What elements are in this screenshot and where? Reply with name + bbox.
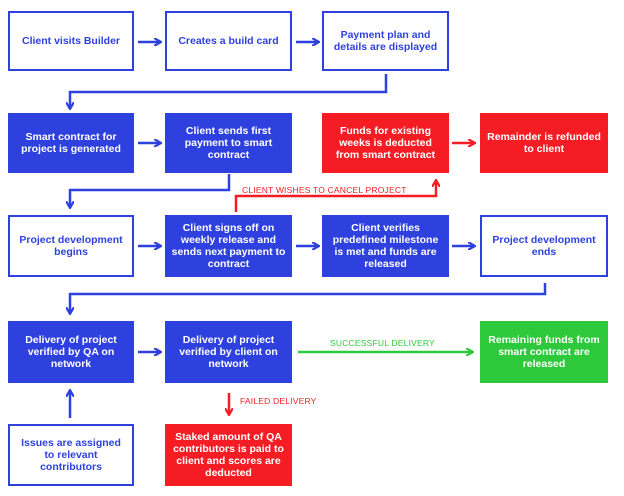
box-label: Delivery of project verified by QA on ne…: [25, 334, 117, 370]
box-label: Smart contract for project is generated: [21, 131, 121, 155]
box-label: Issues are assigned to relevant contribu…: [21, 437, 121, 473]
box-delivery-verified-qa: Delivery of project verified by QA on ne…: [8, 321, 134, 383]
box-label: Client sends first payment to smart cont…: [184, 125, 273, 161]
box-client-signs-off: Client signs off on weekly release and s…: [165, 215, 292, 277]
label-failed-delivery: FAILED DELIVERY: [240, 396, 317, 406]
box-client-visits-builder: Client visits Builder: [8, 11, 134, 71]
box-label: Staked amount of QA contributors is paid…: [173, 431, 284, 479]
box-label: Delivery of project verified by client o…: [179, 334, 278, 370]
box-label: Client verifies predefined milestone is …: [332, 222, 439, 270]
box-remaining-funds-released: Remaining funds from smart contract are …: [480, 321, 608, 383]
arrow-cancel-project: [234, 181, 436, 212]
box-label: Client visits Builder: [21, 35, 121, 47]
box-client-verifies-milestone: Client verifies predefined milestone is …: [322, 215, 449, 277]
box-issues-assigned: Issues are assigned to relevant contribu…: [8, 424, 134, 486]
box-delivery-verified-client: Delivery of project verified by client o…: [165, 321, 292, 383]
box-staked-amount-paid: Staked amount of QA contributors is paid…: [165, 424, 292, 486]
arrow-devends-to-qa: [70, 283, 547, 313]
box-smart-contract-generated: Smart contract for project is generated: [8, 113, 134, 173]
box-label: Creates a build card: [178, 35, 279, 47]
box-remainder-refunded: Remainder is refunded to client: [480, 113, 608, 173]
arrow-payment-to-smartcontract: [70, 74, 388, 108]
label-successful-delivery: SUCCESSFUL DELIVERY: [330, 338, 435, 348]
box-label: Remainder is refunded to client: [487, 131, 601, 155]
box-project-dev-ends: Project development ends: [480, 215, 608, 277]
box-client-sends-first-payment: Client sends first payment to smart cont…: [165, 113, 292, 173]
box-label: Client signs off on weekly release and s…: [171, 222, 286, 270]
arrow-firstpayment-to-devbegins: [70, 174, 231, 207]
box-payment-plan: Payment plan and details are displayed: [322, 11, 449, 71]
box-label: Project development ends: [492, 234, 596, 258]
box-label: Remaining funds from smart contract are …: [488, 334, 600, 370]
box-label: Payment plan and details are displayed: [333, 29, 438, 53]
box-label: Project development begins: [19, 234, 123, 258]
label-cancel-project: CLIENT WISHES TO CANCEL PROJECT: [242, 185, 407, 195]
box-label: Funds for existing weeks is deducted fro…: [335, 125, 436, 161]
box-creates-build-card: Creates a build card: [165, 11, 292, 71]
box-funds-deducted: Funds for existing weeks is deducted fro…: [322, 113, 449, 173]
box-project-dev-begins: Project development begins: [8, 215, 134, 277]
